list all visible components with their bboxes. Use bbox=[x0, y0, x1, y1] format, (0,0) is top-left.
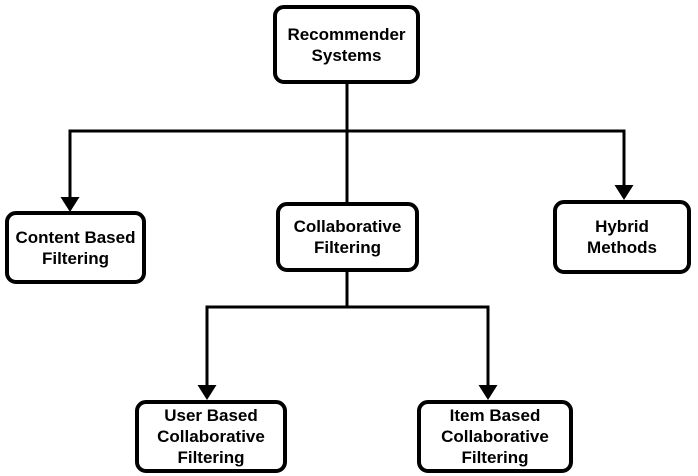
node-label-line: Collaborative bbox=[441, 427, 549, 446]
node-label-line: Recommender bbox=[287, 24, 406, 44]
node-recommender-systems: Recommender Systems bbox=[273, 5, 420, 84]
edge-root-to-hybrid bbox=[347, 129, 634, 200]
node-label-line: Collaborative bbox=[157, 427, 265, 446]
node-user-based-collaborative-filtering: User Based Collaborative Filtering bbox=[135, 400, 287, 473]
node-label-line: Collaborative bbox=[293, 217, 402, 236]
edge-root-to-content-based bbox=[60, 129, 347, 212]
node-label-line: Filtering bbox=[313, 238, 382, 257]
node-label-line: User Based bbox=[164, 406, 258, 425]
node-label-line: Systems bbox=[311, 45, 382, 65]
node-label-line: Methods bbox=[587, 238, 657, 257]
node-item-based-collaborative-filtering: Item Based Collaborative Filtering bbox=[417, 400, 573, 473]
edge-collaborative-to-item-based bbox=[345, 272, 498, 400]
node-label-line: Content Based bbox=[15, 227, 136, 247]
arrowhead-item-based bbox=[478, 385, 498, 400]
node-label-line: Hybrid bbox=[595, 217, 649, 236]
arrowhead-user-based bbox=[197, 385, 217, 400]
node-label-line: Item Based bbox=[449, 406, 541, 425]
node-hybrid-methods: Hybrid Methods bbox=[553, 200, 691, 274]
edge-collaborative-to-user-based bbox=[197, 272, 349, 400]
node-label-line: Filtering bbox=[461, 448, 529, 467]
arrowhead-hybrid bbox=[614, 185, 634, 200]
node-content-based-filtering: Content Based Filtering bbox=[5, 211, 146, 284]
node-label-line: Filtering bbox=[41, 248, 110, 268]
node-collaborative-filtering: Collaborative Filtering bbox=[276, 202, 419, 272]
node-label-line: Filtering bbox=[177, 448, 245, 467]
arrowhead-content-based bbox=[60, 197, 80, 212]
